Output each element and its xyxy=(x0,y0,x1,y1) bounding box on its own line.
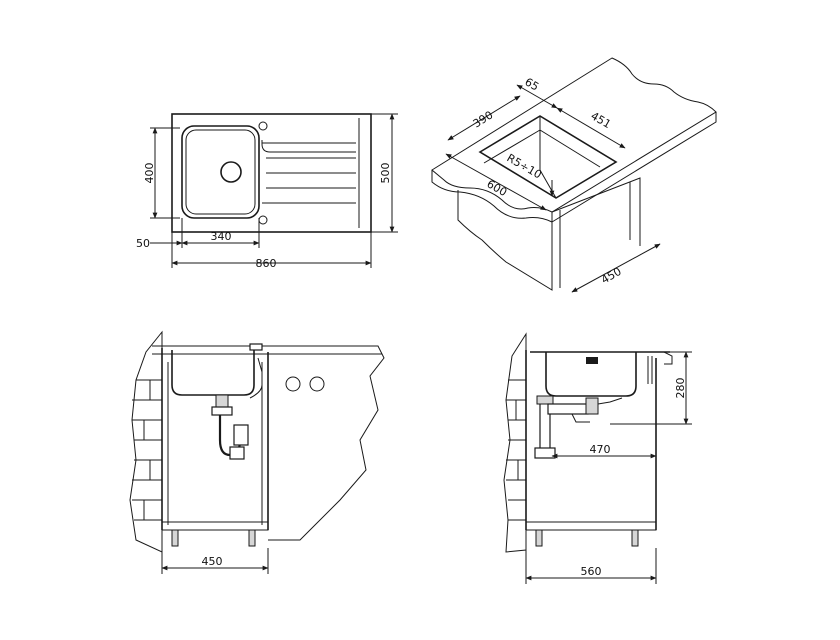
sink-outline xyxy=(171,113,372,233)
tap-hole-1 xyxy=(285,376,301,392)
dim-500: 500 xyxy=(379,163,392,184)
drainboard-outline xyxy=(261,140,356,153)
overflow-top xyxy=(258,121,268,131)
leg-right xyxy=(248,529,256,547)
iso-view: 65 451 390 R5÷10 600 450 xyxy=(431,57,717,293)
drainboard-grooves xyxy=(262,142,356,204)
side-bowl xyxy=(545,352,637,397)
bowl xyxy=(181,125,260,219)
dim-50: 50 xyxy=(136,237,150,250)
dim-451: 451 xyxy=(589,109,614,131)
side-wall xyxy=(503,332,527,553)
dim-65: 65 xyxy=(523,75,542,93)
dim-340: 340 xyxy=(211,230,232,243)
dim-cabinet-width: 450 xyxy=(202,555,223,568)
dim-470: 470 xyxy=(590,443,611,456)
side-plinth xyxy=(525,521,657,531)
top-view: 400 500 50 340 860 xyxy=(136,113,398,270)
dim-400: 400 xyxy=(143,163,156,184)
dim-390: 390 xyxy=(471,108,496,130)
dim-860: 860 xyxy=(256,257,277,270)
countertop-top xyxy=(431,57,717,213)
dim-450: 450 xyxy=(599,265,624,287)
leg-left xyxy=(171,529,179,547)
cabinet-body xyxy=(457,177,641,291)
side-view: 280 470 560 xyxy=(503,332,692,584)
radius-label: R5÷10 xyxy=(505,151,544,181)
front-countertop xyxy=(152,345,385,541)
drain-hole xyxy=(220,161,242,183)
tap-hole-2 xyxy=(309,376,325,392)
dim-280: 280 xyxy=(674,378,687,399)
dim-560: 560 xyxy=(581,565,602,578)
front-bowl xyxy=(171,350,255,396)
plinth xyxy=(161,521,269,531)
front-view: 450 xyxy=(129,330,385,574)
wall xyxy=(129,330,163,553)
overflow-bottom xyxy=(258,215,268,225)
